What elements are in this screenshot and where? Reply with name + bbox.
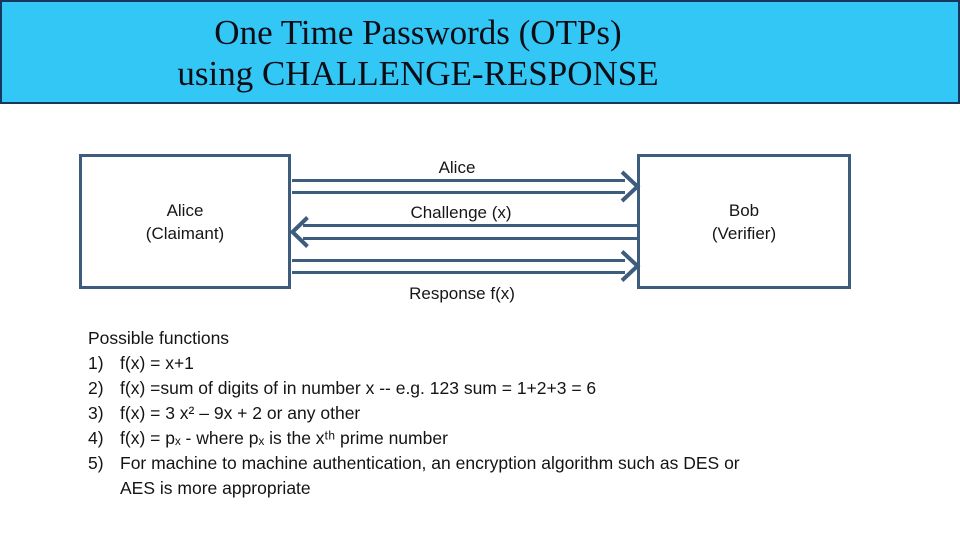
list-item-number: 3) — [88, 403, 104, 423]
possible-functions-heading: Possible functions — [88, 328, 230, 348]
list-item-text: f(x) = 3 x² – 9x + 2 or any other — [120, 403, 361, 423]
list-item: 4) f(x) = pₓ - where pₓ is the xᵗʰ prime… — [88, 426, 858, 451]
arrow-response-right-arrowhead-icon — [620, 250, 641, 282]
verifier-box-role: (Verifier) — [711, 223, 777, 243]
claimant-box-name: Alice — [166, 200, 204, 220]
list-item: 3) f(x) = 3 x² – 9x + 2 or any other — [88, 401, 858, 426]
claimant-box-role: (Claimant) — [145, 223, 225, 243]
arrow-label-identity: Alice — [438, 158, 476, 177]
verifier-box: Bob (Verifier) — [637, 154, 851, 289]
list-item-text: For machine to machine authentication, a… — [120, 453, 740, 498]
list-item-number: 1) — [88, 353, 104, 373]
arrow-challenge-left-arrowhead-icon — [289, 216, 309, 248]
title-line-2: using CHALLENGE-RESPONSE — [177, 54, 659, 93]
title-line-1: One Time Passwords (OTPs) — [214, 13, 622, 52]
arrow-label-response: Response f(x) — [409, 284, 515, 303]
list-item: 2) f(x) =sum of digits of in number x --… — [88, 376, 858, 401]
arrow-response-right — [292, 250, 641, 282]
list-item-text: f(x) =sum of digits of in number x -- e.… — [120, 378, 597, 398]
list-item-text: f(x) = x+1 — [120, 353, 194, 373]
title-band: One Time Passwords (OTPs) using CHALLENG… — [0, 0, 960, 104]
arrow-identity-right-arrowhead-icon — [620, 170, 641, 203]
claimant-box: Alice (Claimant) — [79, 154, 291, 289]
list-item: 5) For machine to machine authentication… — [88, 451, 858, 501]
possible-functions-block: Possible functions 1) f(x) = x+1 2) f(x)… — [88, 326, 858, 501]
arrow-label-challenge: Challenge (x) — [410, 203, 512, 222]
list-item-number: 2) — [88, 378, 104, 398]
list-item-text: f(x) = pₓ - where pₓ is the xᵗʰ prime nu… — [120, 428, 448, 448]
list-item-number: 4) — [88, 428, 104, 448]
list-item-number: 5) — [88, 453, 104, 473]
verifier-box-name: Bob — [728, 200, 760, 220]
list-item: 1) f(x) = x+1 — [88, 351, 858, 376]
slide-title: One Time Passwords (OTPs) using CHALLENG… — [2, 12, 834, 94]
